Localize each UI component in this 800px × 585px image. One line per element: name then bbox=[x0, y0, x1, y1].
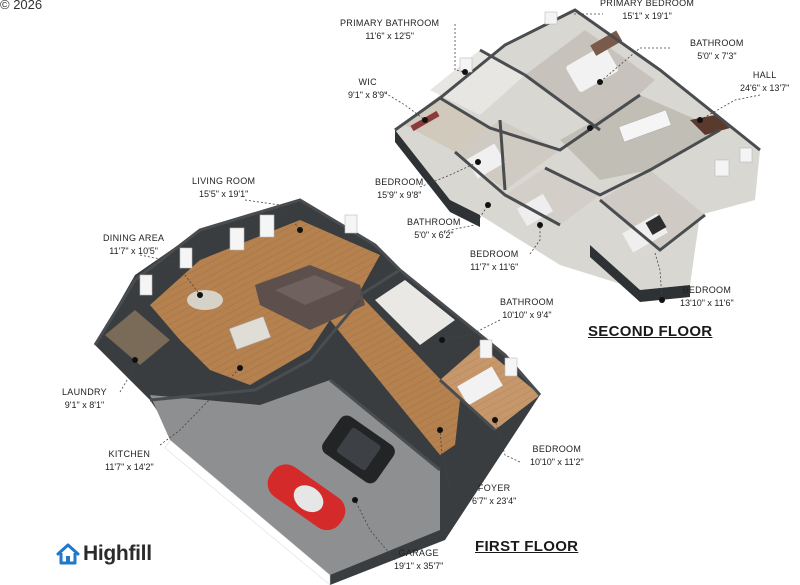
first-floor-plan bbox=[93, 198, 542, 585]
room-title: FOYER bbox=[477, 483, 511, 493]
room-markers bbox=[132, 69, 703, 503]
room-dimensions: 11'7" x 14'2" bbox=[105, 462, 154, 472]
room-label-bedroom-4: BEDROOM 13'10" x 11'6" bbox=[680, 284, 734, 310]
room-label-kitchen: KITCHEN 11'7" x 14'2" bbox=[105, 448, 154, 474]
room-label-laundry: LAUNDRY 9'1" x 8'1" bbox=[62, 386, 107, 412]
room-label-living-room: LIVING ROOM 15'5" x 19'1" bbox=[192, 175, 255, 201]
room-dimensions: 6'7" x 23'4" bbox=[472, 496, 517, 506]
room-label-bedroom-main: BEDROOM 10'10" x 11'2" bbox=[530, 443, 584, 469]
first-floor-title: FIRST FLOOR bbox=[475, 538, 579, 555]
brand-logo: Highfill bbox=[56, 540, 152, 568]
room-label-bedroom-3: BEDROOM 11'7" x 11'6" bbox=[470, 248, 519, 274]
primary-bathroom-floor bbox=[430, 50, 525, 115]
room-title: KITCHEN bbox=[108, 449, 151, 459]
room-title: BATHROOM bbox=[690, 38, 744, 48]
room-label-dining-area: DINING AREA 11'7" x 10'5" bbox=[103, 232, 164, 258]
brand-name: Highfill bbox=[83, 542, 152, 565]
room-label-primary-bathroom: PRIMARY BATHROOM 11'6" x 12'5" bbox=[340, 17, 439, 43]
room-title: PRIMARY BEDROOM bbox=[600, 0, 695, 8]
house-icon bbox=[56, 543, 80, 565]
room-label-bathroom-2: BATHROOM 5'0" x 6'2" bbox=[407, 216, 461, 242]
room-title: BATHROOM bbox=[500, 297, 554, 307]
room-label-bedroom-2: BEDROOM 15'9" x 9'8" bbox=[375, 176, 424, 202]
room-dimensions: 10'10" x 11'2" bbox=[530, 457, 584, 467]
room-title: GARAGE bbox=[398, 548, 439, 558]
room-label-hall: HALL 24'6" x 13'7" bbox=[740, 69, 789, 95]
room-title: WIC bbox=[358, 77, 377, 87]
room-dimensions: 15'5" x 19'1" bbox=[198, 189, 249, 199]
room-title: BEDROOM bbox=[375, 177, 424, 187]
room-title: LIVING ROOM bbox=[192, 176, 256, 186]
second-floor-title: SECOND FLOOR bbox=[588, 323, 713, 340]
room-title: LAUNDRY bbox=[62, 387, 107, 397]
room-label-bathroom-main: BATHROOM 10'10" x 9'4" bbox=[500, 296, 554, 322]
room-dimensions: 24'6" x 13'7" bbox=[740, 83, 790, 93]
room-dimensions: 19'1" x 35'7" bbox=[394, 561, 444, 571]
room-dimensions: 13'10" x 11'6" bbox=[680, 298, 734, 308]
room-dimensions: 9'1" x 8'1" bbox=[64, 400, 105, 410]
second-floor-plan bbox=[394, 8, 761, 302]
copyright-text: © 2026 bbox=[0, 0, 43, 12]
room-dimensions: 11'7" x 11'6" bbox=[470, 262, 519, 272]
room-dimensions: 9'1" x 8'9" bbox=[348, 90, 388, 100]
room-title: BATHROOM bbox=[407, 217, 461, 227]
room-label-primary-bedroom: PRIMARY BEDROOM 15'1" x 19'1" bbox=[600, 0, 694, 23]
room-title: BEDROOM bbox=[532, 444, 582, 454]
room-dimensions: 15'1" x 19'1" bbox=[622, 11, 672, 21]
room-dimensions: 5'0" x 7'3" bbox=[697, 51, 737, 61]
room-label-wic: WIC 9'1" x 8'9" bbox=[348, 76, 387, 102]
room-dimensions: 11'6" x 12'5" bbox=[365, 31, 415, 41]
room-label-garage: GARAGE 19'1" x 35'7" bbox=[394, 547, 443, 573]
room-label-foyer: FOYER 6'7" x 23'4" bbox=[472, 482, 516, 508]
leader-lines bbox=[119, 13, 761, 561]
room-title: PRIMARY BATHROOM bbox=[340, 18, 440, 28]
room-title: HALL bbox=[752, 70, 777, 80]
suv-illustration bbox=[322, 415, 395, 484]
room-dimensions: 10'10" x 9'4" bbox=[502, 310, 552, 320]
room-dimensions: 11'7" x 10'5" bbox=[109, 246, 158, 256]
room-title: DINING AREA bbox=[103, 233, 165, 243]
room-title: BEDROOM bbox=[682, 285, 732, 295]
room-dimensions: 15'9" x 9'8" bbox=[377, 190, 422, 200]
room-dimensions: 5'0" x 6'2" bbox=[414, 230, 454, 240]
red-car-illustration bbox=[267, 464, 346, 531]
foyer-floor bbox=[330, 295, 460, 455]
room-label-bathroom-upper: BATHROOM 5'0" x 7'3" bbox=[690, 37, 744, 63]
room-title: BEDROOM bbox=[470, 249, 519, 259]
wic-floor bbox=[405, 100, 490, 152]
